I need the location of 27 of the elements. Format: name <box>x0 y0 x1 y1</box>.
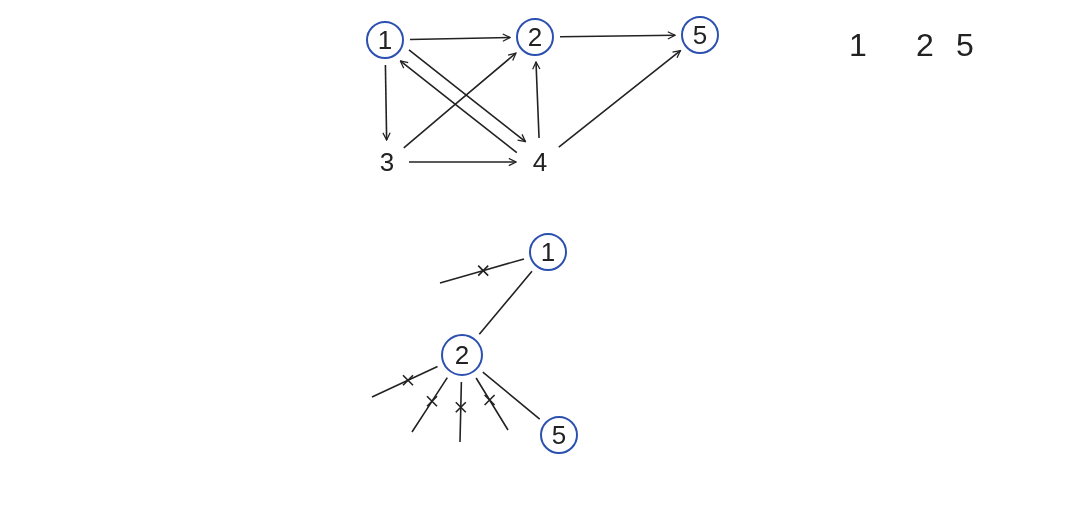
sequence-number: 1 <box>849 29 867 61</box>
line <box>459 381 463 443</box>
arrow <box>408 49 527 143</box>
line <box>475 377 509 431</box>
line <box>478 270 533 336</box>
line <box>482 371 541 420</box>
arrow <box>532 61 541 139</box>
arrow <box>408 157 517 167</box>
circled-node: 1 <box>366 21 404 59</box>
line <box>411 376 449 433</box>
node-label: 3 <box>371 146 403 178</box>
arrow <box>559 31 676 40</box>
arrow <box>382 64 391 141</box>
sequence-number: 2 <box>916 29 934 61</box>
arrow <box>409 33 511 42</box>
circled-node: 2 <box>441 334 483 376</box>
circled-node: 1 <box>529 233 567 271</box>
arrow <box>399 60 518 154</box>
sequence-number: 5 <box>956 29 974 61</box>
line <box>371 365 439 398</box>
arrow <box>558 49 682 148</box>
arrow <box>403 52 517 149</box>
circled-node: 2 <box>516 18 554 56</box>
circled-node: 5 <box>540 416 578 454</box>
circled-node: 5 <box>681 16 719 54</box>
node-label: 4 <box>522 144 558 180</box>
line <box>439 258 525 284</box>
